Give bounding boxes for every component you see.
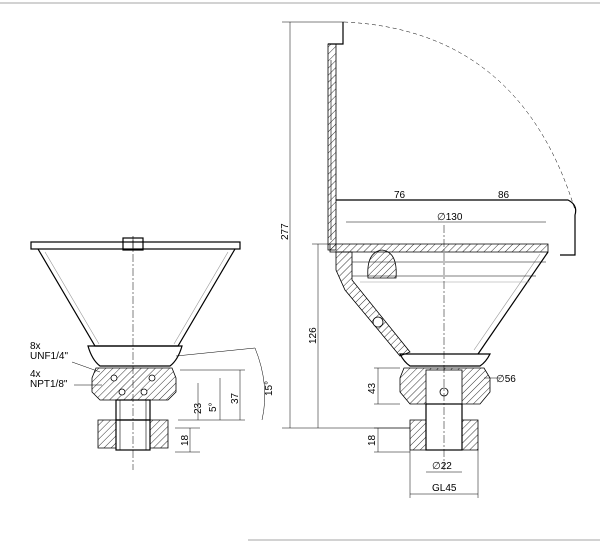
lid-handle (328, 22, 344, 45)
section-top-rim (329, 243, 549, 253)
side-view-thread-right (149, 419, 169, 449)
section-thread-left (409, 419, 427, 451)
dim-37-label: 37 (230, 392, 241, 404)
hinge-strap (336, 199, 577, 256)
dim-23-label: 23 (193, 402, 204, 414)
dim-5-degree-label: 5° (208, 402, 219, 412)
dim-diameter-22-label: ∅22 (432, 461, 452, 472)
dim-diameter-130-label: ∅130 (437, 212, 463, 223)
section-view: 277 126 76 86 ∅130 ∅56 43 18 ∅22 GL45 (280, 21, 577, 498)
dim-277-label: 277 (280, 223, 291, 240)
callout-thread-count: 8x (30, 341, 41, 352)
dim-diameter-56-label: ∅56 (496, 374, 516, 385)
dim-76-label: 76 (394, 190, 406, 201)
section-right-wall (477, 251, 549, 355)
side-view: 8x UNF1/4" 4x NPT1/8" 23 5° 37 15° 18 (30, 236, 275, 470)
dim-86-label: 86 (498, 190, 510, 201)
lid-swing-arc (343, 21, 576, 211)
section-collar (399, 353, 491, 367)
callout-thread-spec: UNF1/4" (30, 351, 68, 362)
callout-port-spec: NPT1/8" (30, 379, 68, 390)
side-view-thread-left (97, 419, 117, 449)
side-view-collar (87, 345, 183, 367)
side-view-top-flange (30, 241, 241, 250)
dim-18-side-label: 18 (180, 434, 191, 446)
dim-gl45-label: GL45 (432, 483, 457, 494)
dim-15-degree-label: 15° (264, 381, 275, 396)
side-view-funnel-cone (37, 248, 236, 347)
dim-126-label: 126 (308, 327, 319, 344)
section-thread-right (461, 419, 479, 451)
upright-lid (327, 43, 337, 251)
dim-18-section-label: 18 (367, 434, 378, 446)
dim-43-label: 43 (367, 382, 378, 394)
callout-port-count: 4x (30, 369, 41, 380)
section-knob (367, 249, 397, 279)
side-view-valve-body (91, 367, 177, 401)
